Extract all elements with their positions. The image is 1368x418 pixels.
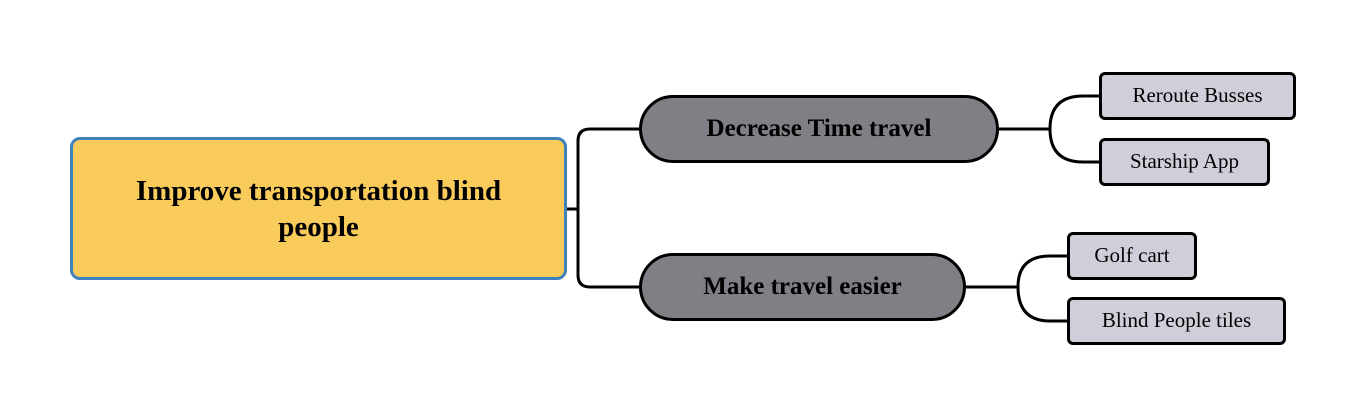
connector-branch-1-to-leaf-1 xyxy=(1048,94,1100,164)
leaf-label: Golf cart xyxy=(1094,242,1170,267)
branch-node-make-travel-easier: Make travel easier xyxy=(639,253,966,321)
branch-label: Make travel easier xyxy=(703,273,902,300)
branch-label: Decrease Time travel xyxy=(706,115,932,142)
leaf-node-starship-app: Starship App xyxy=(1099,138,1270,186)
leaf-node-reroute-busses: Reroute Busses xyxy=(1099,72,1296,120)
leaf-node-blind-people-tiles: Blind People tiles xyxy=(1067,297,1286,345)
leaf-label: Starship App xyxy=(1129,148,1240,173)
central-topic-label: Improve transportation blind people xyxy=(135,174,502,243)
central-topic-node: Improve transportation blind people xyxy=(70,137,567,280)
branch-node-decrease-time-travel: Decrease Time travel xyxy=(639,95,999,163)
connector-branch-2-to-leaf-3 xyxy=(1016,254,1068,323)
leaf-node-golf-cart: Golf cart xyxy=(1067,232,1197,280)
leaf-label: Blind People tiles xyxy=(1101,307,1252,332)
connector-root-to-branch-1 xyxy=(576,127,640,289)
leaf-label: Reroute Busses xyxy=(1132,82,1263,107)
